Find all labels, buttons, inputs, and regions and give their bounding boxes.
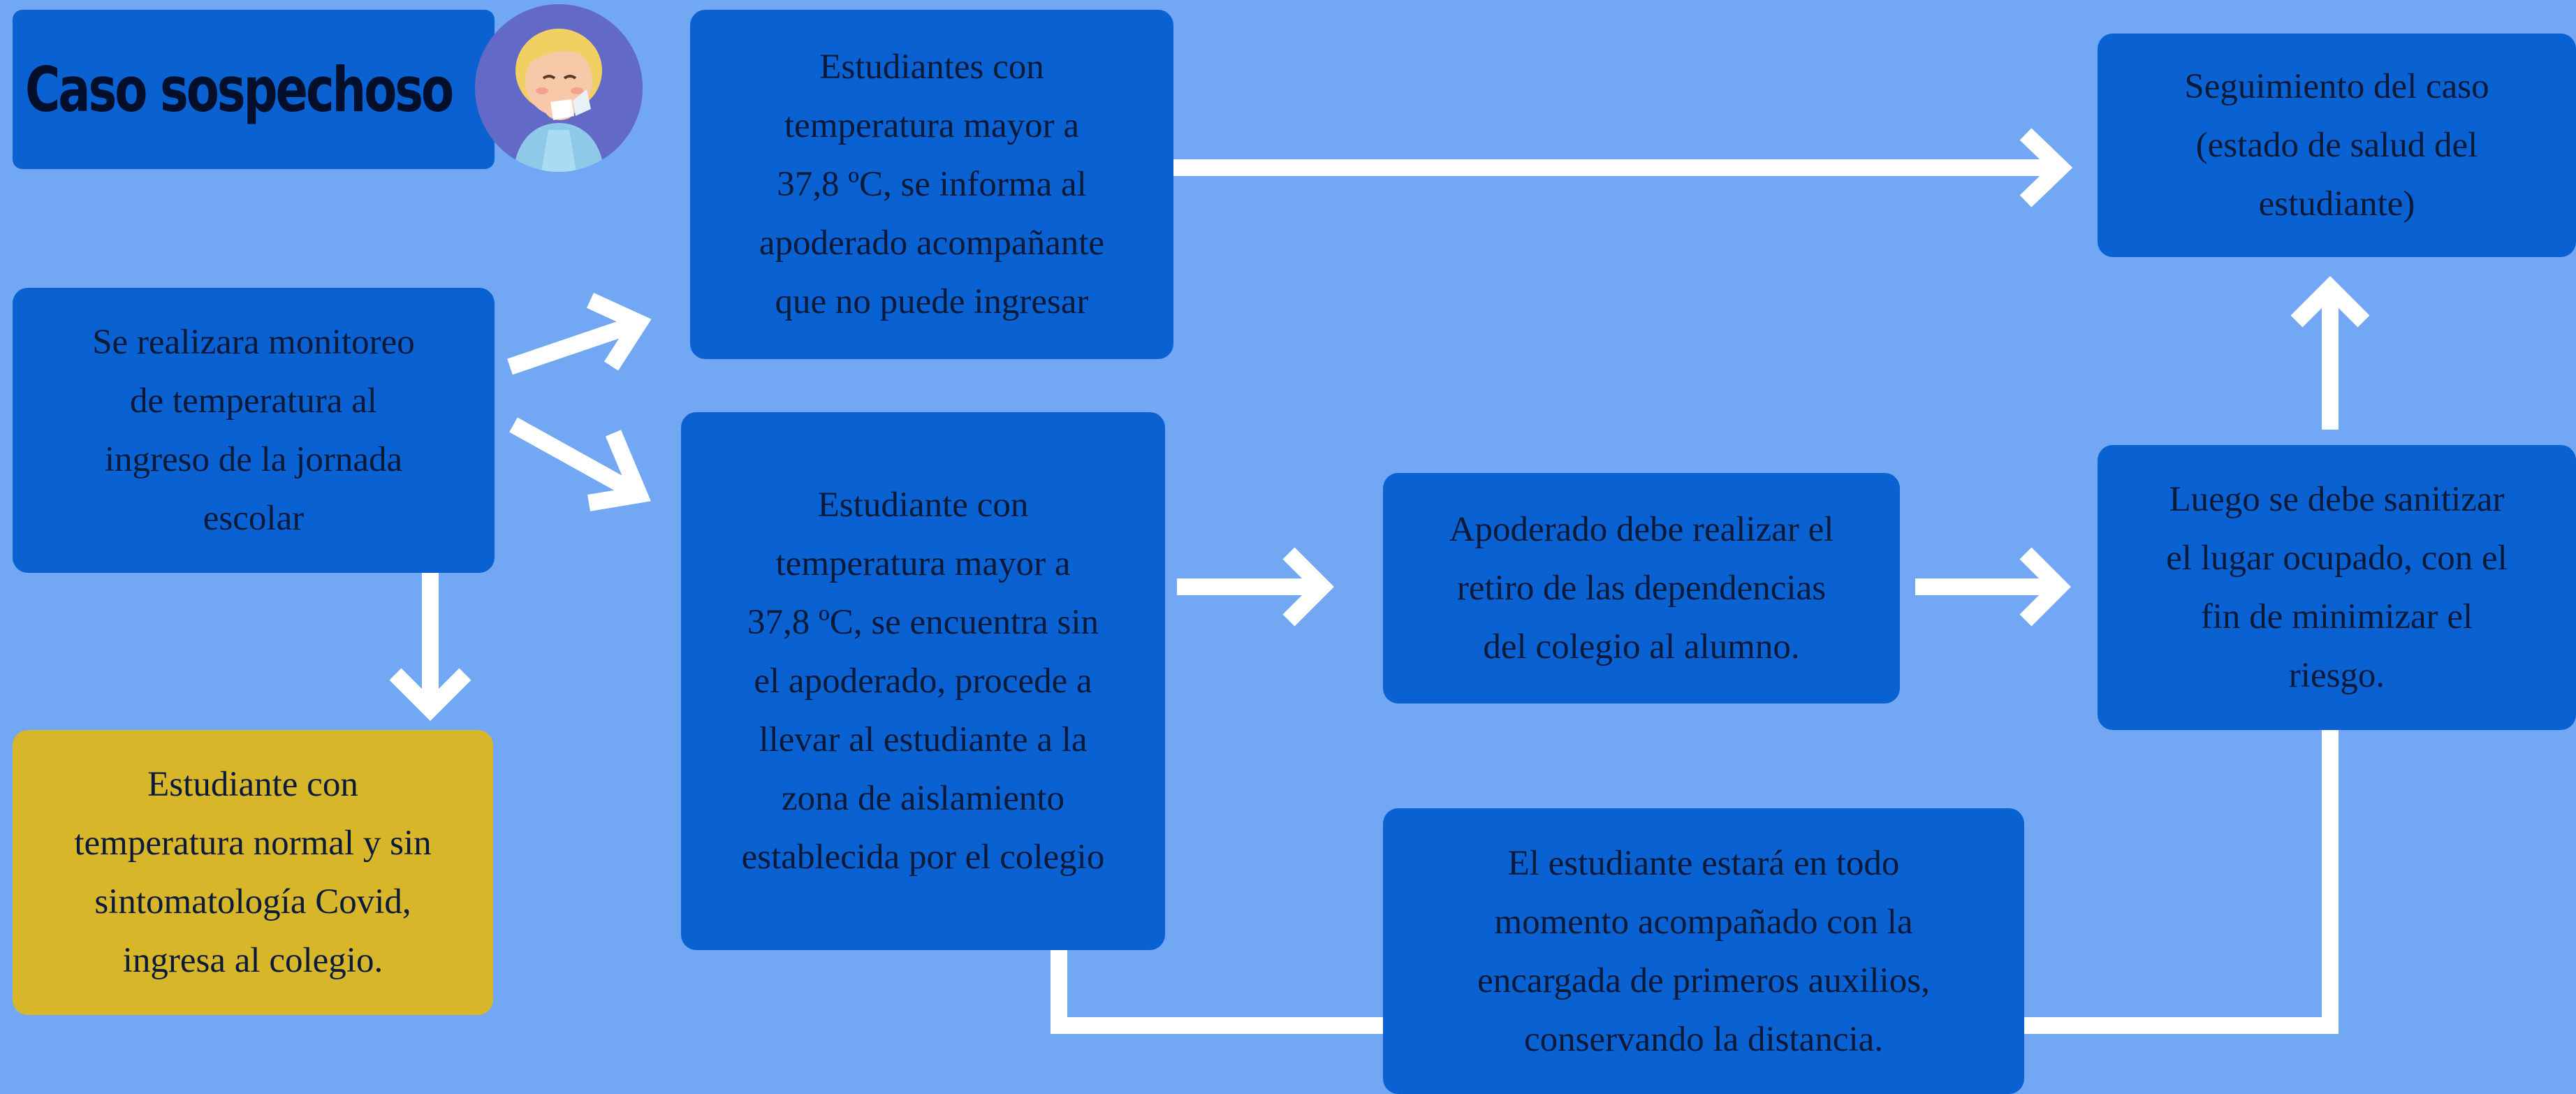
node-sin-apoderado-text: Estudiante con temperatura mayor a 37,8 … (742, 476, 1105, 887)
node-normal-line: ingresa al colegio. (122, 941, 383, 980)
node-sanitizar-line: el lugar ocupado, con el (2166, 539, 2508, 578)
node-acompanado-text: El estudiante estará en todo momento aco… (1477, 834, 1930, 1069)
node-con-apoderado-line: apoderado acompañante (759, 224, 1105, 263)
sick-child-icon (475, 4, 643, 172)
node-sanitizar: Luego se debe sanitizar el lugar ocupado… (2098, 445, 2576, 730)
node-seguimiento-line: (estado de salud del (2195, 126, 2478, 165)
arrow-retiro-to-sanitizar (1915, 547, 2071, 627)
node-con-apoderado-line: 37,8 ºC, se informa al (777, 165, 1087, 204)
node-con-apoderado-line: temperatura mayor a (784, 106, 1079, 145)
title-banner: Caso sospechoso (13, 10, 495, 169)
node-sanitizar-text: Luego se debe sanitizar el lugar ocupado… (2166, 470, 2508, 705)
node-acompanado: El estudiante estará en todo momento aco… (1383, 808, 2024, 1094)
node-retiro-text: Apoderado debe realizar el retiro de las… (1449, 500, 1834, 676)
node-normal: Estudiante con temperatura normal y sin … (13, 730, 493, 1015)
node-retiro-line: del colegio al alumno. (1483, 627, 1800, 666)
node-normal-line: sintomatología Covid, (94, 882, 411, 921)
arrow-sin-apoderado-to-retiro (1177, 547, 1334, 627)
node-retiro-line: Apoderado debe realizar el (1449, 510, 1834, 549)
node-sin-apoderado-line: establecida por el colegio (741, 838, 1105, 877)
node-sanitizar-line: riesgo. (2288, 656, 2385, 695)
node-acompanado-line: El estudiante estará en todo (1507, 843, 1900, 883)
arrow-to-seguimiento (1173, 128, 2073, 207)
node-sin-apoderado-line: zona de aislamiento (781, 779, 1064, 818)
node-monitoreo: Se realizara monitoreo de temperatura al… (13, 288, 495, 573)
node-sin-apoderado-line: 37,8 ºC, se encuentra sin (747, 603, 1099, 642)
node-monitoreo-text: Se realizara monitoreo de temperatura al… (92, 313, 415, 548)
node-monitoreo-line: Se realizara monitoreo (92, 323, 415, 362)
page-title: Caso sospechoso (25, 53, 454, 126)
node-seguimiento-line: Seguimiento del caso (2184, 67, 2489, 106)
node-acompanado-line: momento acompañado con la (1494, 902, 1913, 942)
node-sin-apoderado-line: temperatura mayor a (775, 544, 1071, 583)
node-normal-line: temperatura normal y sin (74, 824, 432, 863)
node-sanitizar-line: Luego se debe sanitizar (2169, 480, 2505, 519)
node-sanitizar-line: fin de minimizar el (2200, 597, 2473, 636)
node-seguimiento: Seguimiento del caso (estado de salud de… (2098, 34, 2576, 257)
node-retiro-line: retiro de las dependencias (1456, 569, 1827, 608)
arrow-monitoreo-to-apoderado (507, 293, 652, 375)
node-normal-line: Estudiante con (147, 765, 358, 804)
node-monitoreo-line: de temperatura al (130, 381, 377, 421)
arrow-monitoreo-to-sin-apoderado (509, 417, 651, 511)
arrow-monitoreo-to-normal (389, 569, 471, 721)
node-sin-apoderado: Estudiante con temperatura mayor a 37,8 … (681, 412, 1165, 950)
node-retiro: Apoderado debe realizar el retiro de las… (1383, 473, 1900, 703)
node-sin-apoderado-line: Estudiante con (817, 486, 1029, 525)
node-seguimiento-line: estudiante) (2258, 184, 2415, 224)
node-normal-text: Estudiante con temperatura normal y sin … (74, 755, 431, 990)
node-monitoreo-line: ingreso de la jornada (104, 440, 403, 479)
node-con-apoderado: Estudiantes con temperatura mayor a 37,8… (690, 10, 1173, 359)
node-con-apoderado-text: Estudiantes con temperatura mayor a 37,8… (759, 38, 1104, 331)
node-con-apoderado-line: Estudiantes con (819, 48, 1044, 87)
node-seguimiento-text: Seguimiento del caso (estado de salud de… (2184, 57, 2489, 233)
node-monitoreo-line: escolar (203, 499, 305, 538)
node-acompanado-line: conservando la distancia. (1523, 1019, 1884, 1059)
arrow-sanitizar-to-seguimiento (2290, 276, 2370, 430)
node-acompanado-line: encargada de primeros auxilios, (1477, 961, 1930, 1000)
node-sin-apoderado-line: el apoderado, procede a (754, 662, 1092, 701)
node-con-apoderado-line: que no puede ingresar (775, 282, 1089, 321)
node-sin-apoderado-line: llevar al estudiante a la (759, 720, 1088, 759)
